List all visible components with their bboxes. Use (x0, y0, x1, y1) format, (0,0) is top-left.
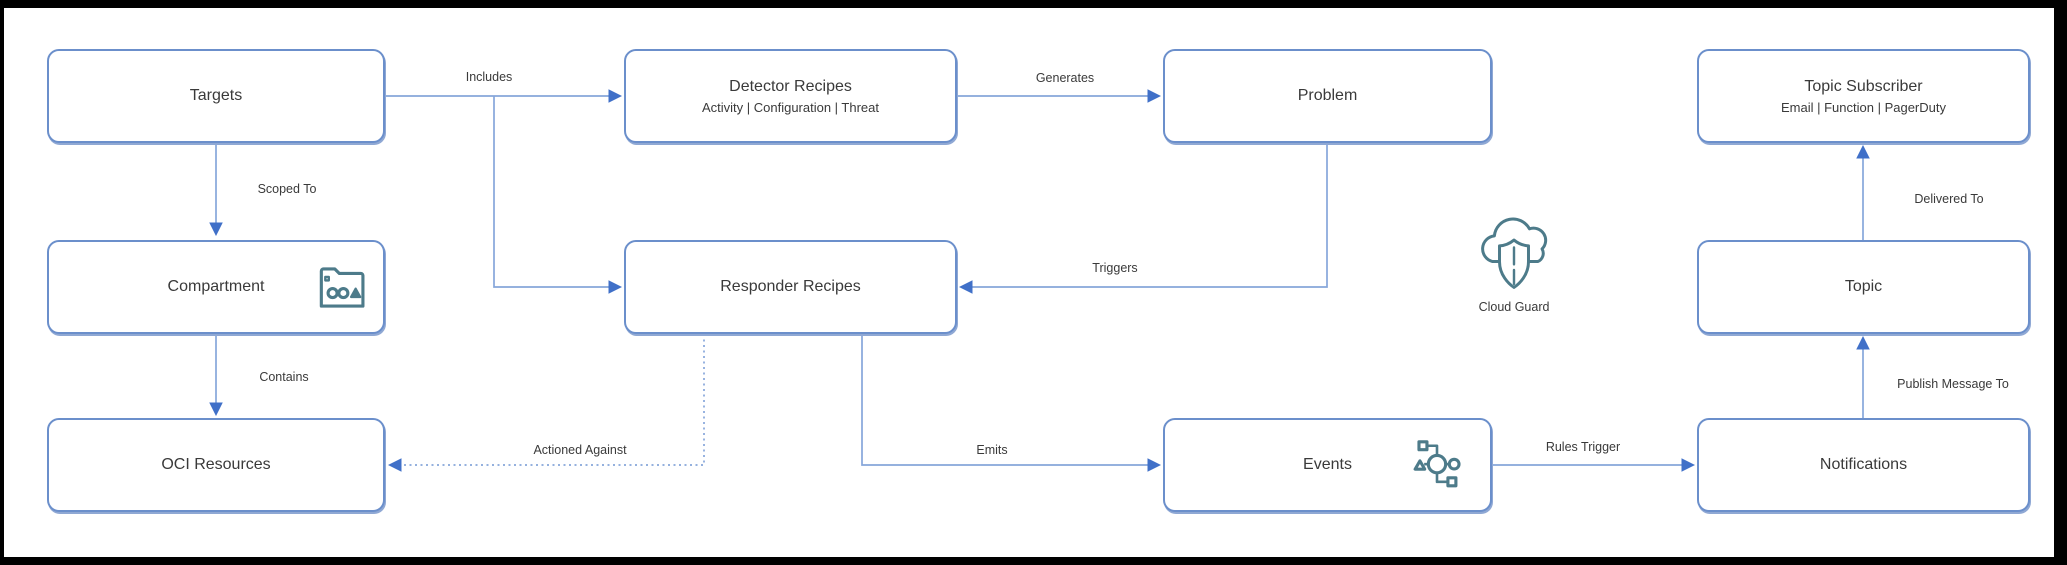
node-topic-subscriber: Topic Subscriber Email | Function | Page… (1697, 49, 2030, 143)
edge-includes-branch (493, 96, 623, 294)
node-targets: Targets (47, 49, 385, 143)
node-detector-recipes-sublabel: Activity | Configuration | Threat (701, 100, 880, 115)
node-targets-label: Targets (189, 87, 243, 104)
node-responder-recipes-label: Responder Recipes (720, 278, 861, 295)
edge-label-generates: Generates (1035, 71, 1095, 85)
edge-label-rules-trigger: Rules Trigger (1545, 440, 1621, 454)
cloud-guard-emblem: Cloud Guard (1462, 212, 1566, 314)
edge-label-delivered-to: Delivered To (1914, 192, 1984, 206)
node-topic-subscriber-sublabel: Email | Function | PagerDuty (1781, 100, 1946, 115)
node-responder-recipes: Responder Recipes (624, 240, 957, 334)
edge-label-actioned-against: Actioned Against (533, 443, 627, 457)
node-oci-resources: OCI Resources (47, 418, 385, 512)
node-compartment: Compartment (47, 240, 385, 334)
node-problem: Problem (1163, 49, 1492, 143)
node-detector-recipes-label: Detector Recipes (729, 78, 852, 95)
edge-label-contains: Contains (259, 370, 309, 384)
edge-label-emits: Emits (976, 443, 1008, 457)
node-detector-recipes: Detector Recipes Activity | Configuratio… (624, 49, 957, 143)
cloud-shield-icon (1468, 212, 1560, 298)
cloud-guard-label: Cloud Guard (1478, 300, 1550, 314)
node-compartment-label: Compartment (167, 278, 265, 295)
event-network-icon (1411, 437, 1463, 493)
edge-label-publish-message-to: Publish Message To (1897, 376, 2009, 391)
node-notifications: Notifications (1697, 418, 2030, 512)
node-topic: Topic (1697, 240, 2030, 334)
folder-compartment-icon (317, 262, 369, 312)
node-topic-subscriber-label: Topic Subscriber (1804, 78, 1923, 95)
edge-label-scoped-to: Scoped To (257, 182, 317, 196)
edge-triggers (958, 143, 1328, 294)
node-problem-label: Problem (1297, 87, 1358, 104)
node-events: Events (1163, 418, 1492, 512)
edge-label-triggers: Triggers (1092, 261, 1138, 275)
node-notifications-label: Notifications (1819, 456, 1908, 473)
node-oci-resources-label: OCI Resources (161, 456, 271, 473)
edge-label-includes: Includes (465, 70, 513, 84)
node-topic-label: Topic (1844, 278, 1883, 295)
node-events-label: Events (1303, 456, 1352, 473)
edge-emits (861, 334, 1162, 472)
